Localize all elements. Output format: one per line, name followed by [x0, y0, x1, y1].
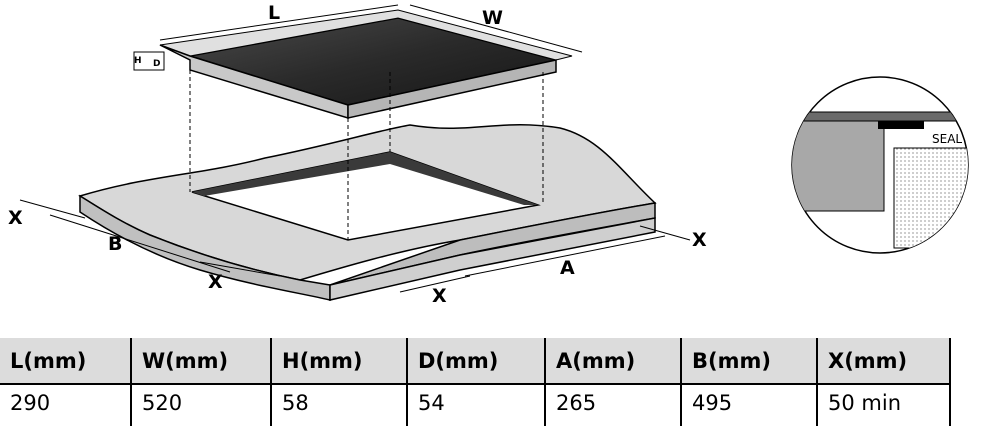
- col-header: L(mm): [0, 338, 132, 385]
- col-header: B(mm): [681, 338, 818, 385]
- table-cell: 265: [545, 384, 682, 426]
- label-D: D: [153, 59, 160, 69]
- table-cell: 50 min: [817, 384, 951, 426]
- label-X-left: X: [8, 207, 23, 229]
- col-header: A(mm): [545, 338, 682, 385]
- label-L: L: [268, 2, 280, 24]
- table-row: 290 520 58 54 265 495 50 min: [0, 384, 951, 426]
- label-X-right: X: [692, 229, 707, 251]
- label-X-bottom: X: [432, 285, 447, 307]
- projection-lines: [189, 70, 544, 240]
- label-W: W: [482, 7, 503, 29]
- specs-table: L(mm) W(mm) H(mm) D(mm) A(mm) B(mm) X(mm…: [0, 338, 951, 426]
- hob: [159, 9, 573, 120]
- label-A: A: [560, 257, 575, 279]
- table-cell: 58: [271, 384, 408, 426]
- label-B: B: [108, 233, 122, 255]
- label-X-bottom-left: X: [208, 271, 223, 293]
- col-header: X(mm): [817, 338, 951, 385]
- col-header: W(mm): [131, 338, 272, 385]
- table-cell: 54: [407, 384, 546, 426]
- table-cell: 520: [131, 384, 272, 426]
- seal-detail: SEAL: [791, 76, 969, 254]
- table-header-row: L(mm) W(mm) H(mm) D(mm) A(mm) B(mm) X(mm…: [0, 338, 951, 385]
- label-H: H: [134, 56, 142, 66]
- dimension-lines: [19, 4, 691, 293]
- col-header: D(mm): [407, 338, 546, 385]
- col-header: H(mm): [271, 338, 408, 385]
- installation-diagram: L W H D X B X A X X SEAL: [8, 2, 969, 307]
- table-cell: 495: [681, 384, 818, 426]
- table-cell: 290: [0, 384, 132, 426]
- seal-label: SEAL: [932, 132, 962, 146]
